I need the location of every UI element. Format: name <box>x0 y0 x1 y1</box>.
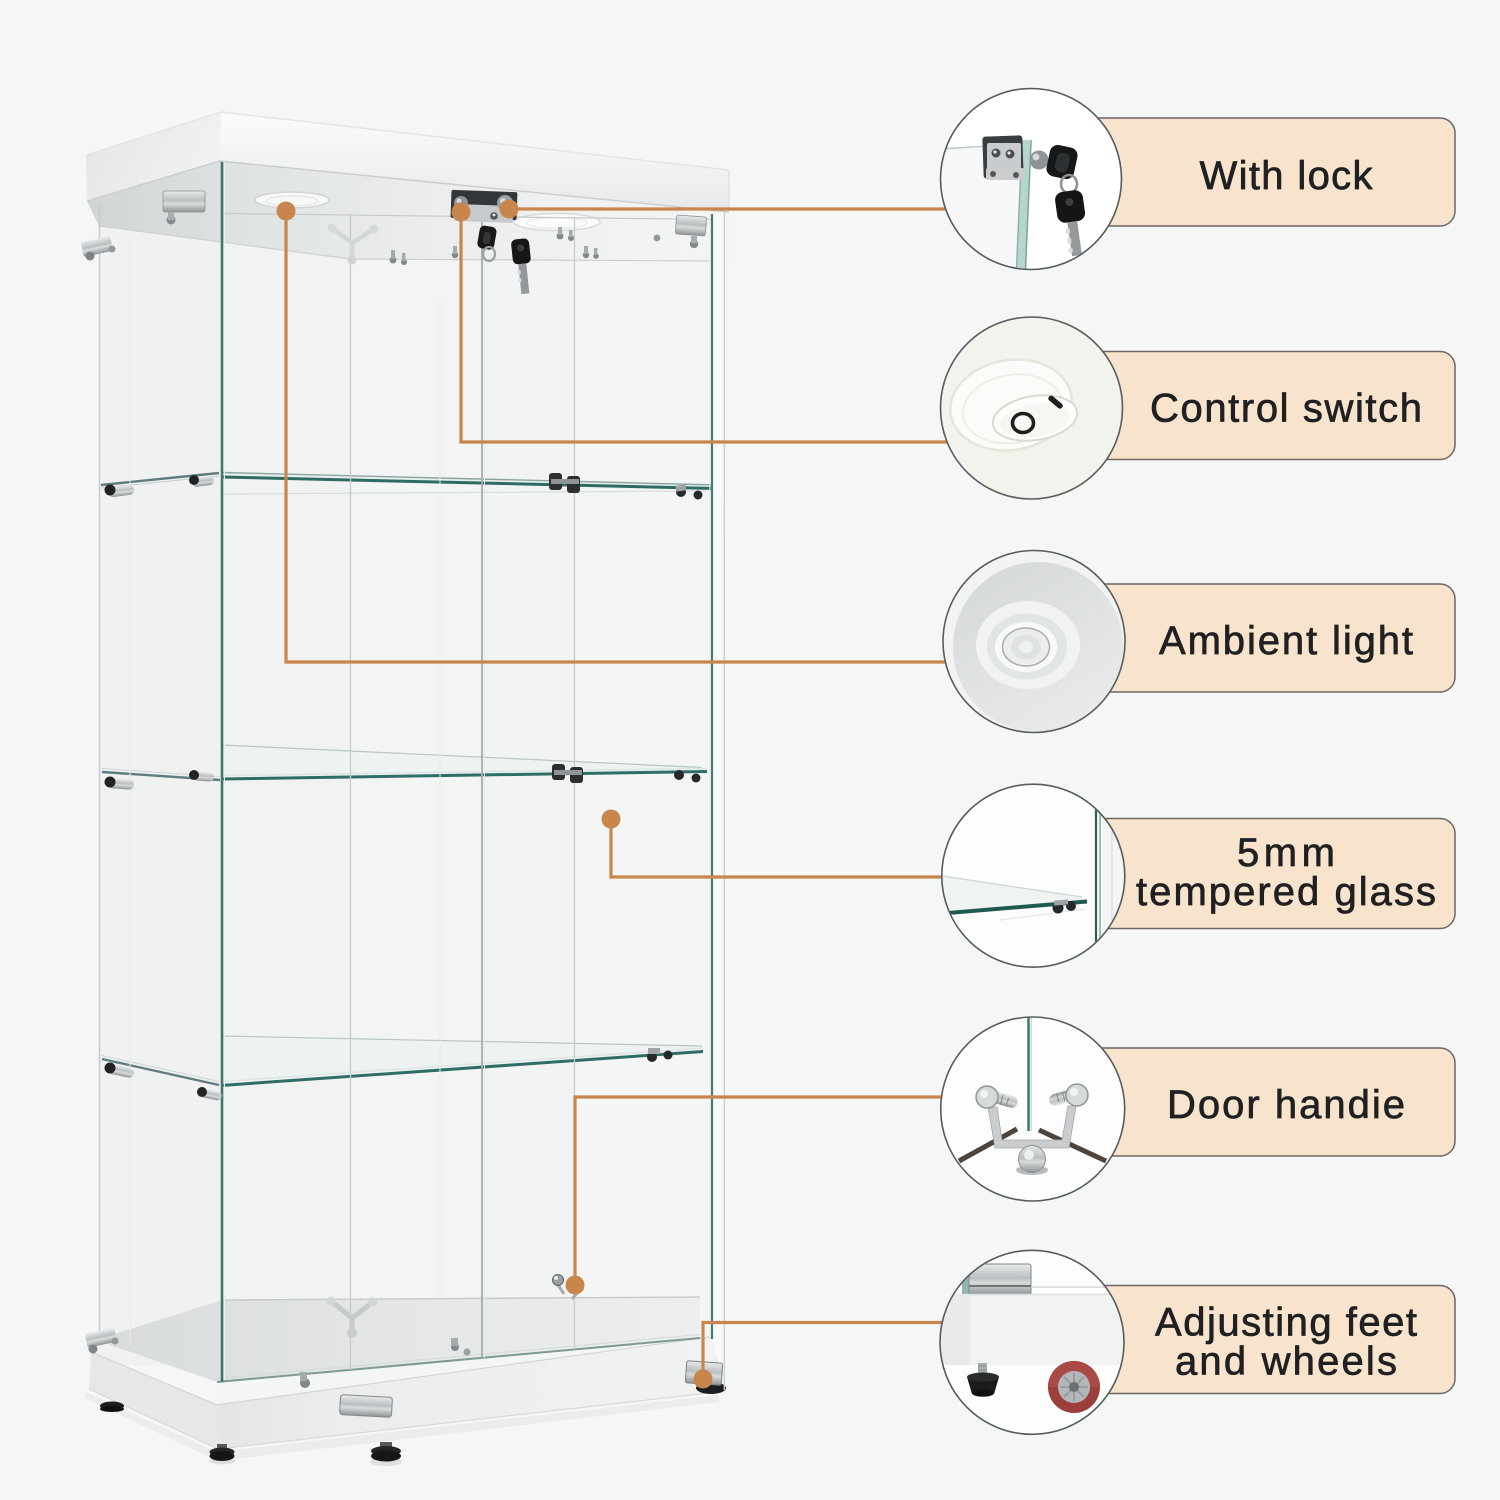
svg-text:With lock: With lock <box>1200 154 1374 198</box>
svg-text:Control switch: Control switch <box>1150 387 1422 431</box>
svg-text:Adjusting feet: Adjusting feet <box>1155 1301 1417 1345</box>
svg-text:5mm: 5mm <box>1237 831 1335 875</box>
svg-text:Door handie: Door handie <box>1167 1083 1405 1127</box>
svg-text:Ambient light: Ambient light <box>1159 619 1413 663</box>
svg-text:and wheels: and wheels <box>1175 1340 1397 1384</box>
svg-text:tempered glass: tempered glass <box>1136 870 1436 914</box>
